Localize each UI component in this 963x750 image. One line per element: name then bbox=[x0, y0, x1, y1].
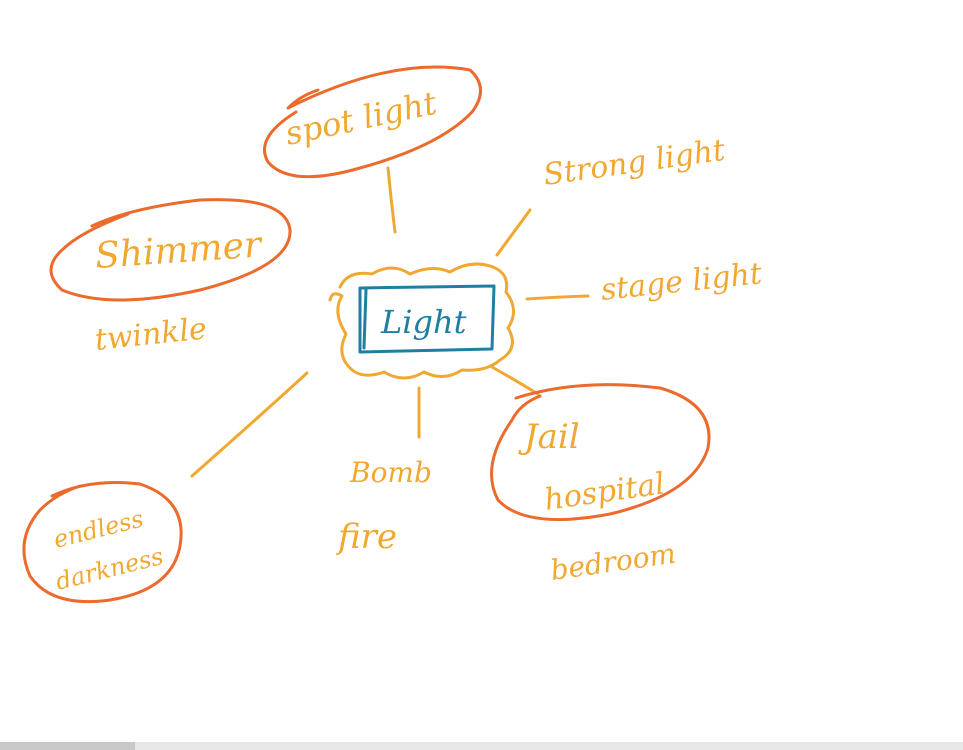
jail-hospital-circle bbox=[490, 383, 711, 522]
center-label: Light bbox=[380, 303, 467, 341]
shimmer-label: Shimmer bbox=[94, 224, 264, 277]
connector-strong-light bbox=[495, 208, 532, 257]
bomb-label: Bomb bbox=[349, 456, 432, 489]
bottom-toolbar-left-segment bbox=[0, 742, 135, 750]
bedroom-label: bedroom bbox=[548, 537, 677, 587]
node-endless-darkness: endless darkness bbox=[22, 481, 183, 604]
jail-label: Jail bbox=[518, 417, 580, 457]
node-shimmer: Shimmer bbox=[49, 198, 292, 302]
connector-stage-light bbox=[525, 294, 590, 301]
strong-light-label: Strong light bbox=[541, 133, 728, 193]
connector-jail bbox=[490, 365, 540, 396]
twinkle-label: twinkle bbox=[93, 311, 208, 358]
endless-label: endless bbox=[51, 505, 147, 554]
center-node: Light bbox=[328, 262, 515, 380]
node-jail-hospital: Jail hospital bbox=[490, 383, 711, 522]
connector-spot-light bbox=[386, 166, 397, 234]
hospital-label: hospital bbox=[542, 466, 667, 518]
node-spot-light: spot light bbox=[263, 65, 482, 179]
connector-darkness bbox=[190, 371, 309, 478]
bottom-toolbar-strip bbox=[0, 742, 963, 750]
stage-light-label: stage light bbox=[599, 256, 764, 308]
center-wavy-frame bbox=[328, 262, 515, 380]
connectors bbox=[190, 166, 590, 478]
spot-light-circle bbox=[263, 65, 482, 179]
center-box-frame bbox=[358, 284, 496, 354]
shimmer-circle bbox=[49, 198, 292, 302]
fire-label: fire bbox=[335, 517, 397, 557]
endless-darkness-circle bbox=[22, 481, 183, 604]
